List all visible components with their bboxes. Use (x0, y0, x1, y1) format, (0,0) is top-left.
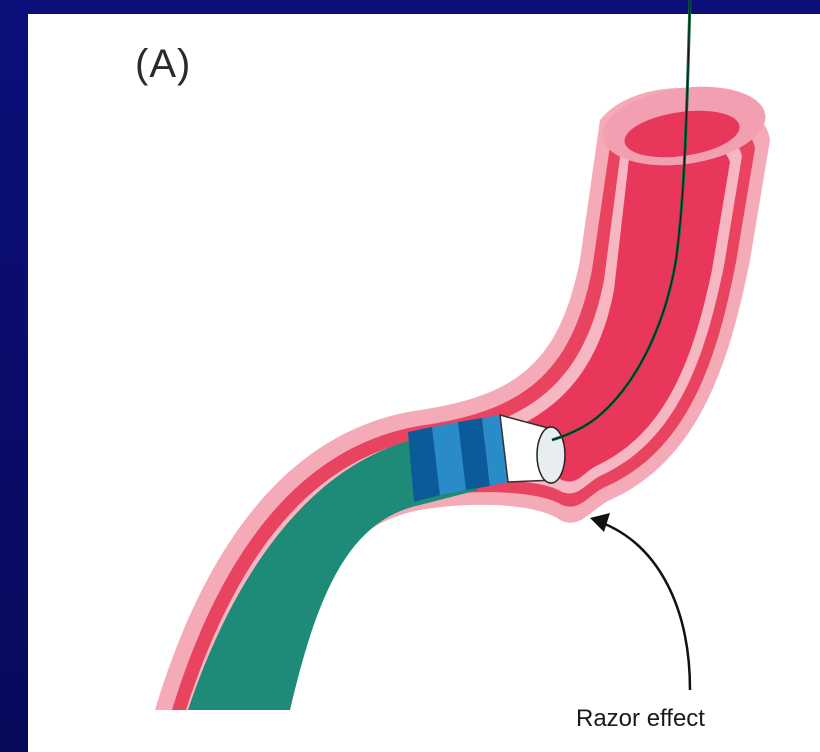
arrowhead-icon (590, 513, 610, 532)
panel-label: (A) (135, 42, 191, 87)
razor-effect-label: Razor effect (576, 705, 705, 733)
device-tip-opening (537, 427, 565, 483)
curved-arrow-icon (600, 522, 690, 690)
